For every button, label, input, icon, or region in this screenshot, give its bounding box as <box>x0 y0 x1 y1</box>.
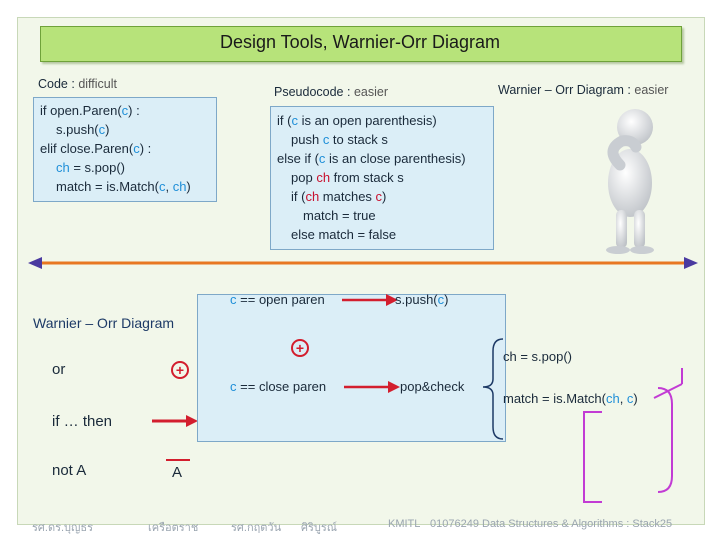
code-token: c <box>121 103 129 118</box>
pseudo-token: pop <box>291 170 317 185</box>
pseudo-token: c <box>375 189 383 204</box>
pseudo-token: matches <box>319 189 376 204</box>
legend-bracket <box>197 304 199 324</box>
footer-course: 01076249 Data Structures & Algorithms : … <box>430 518 673 530</box>
code-line: elif close.Paren(c) : <box>40 139 191 158</box>
negation-bar <box>166 459 190 461</box>
legend-A-label: A <box>172 464 183 481</box>
pseudo-line: else if (c is an close parenthesis) <box>277 149 466 168</box>
popcheck-brace <box>482 338 504 440</box>
pseudo-token: if ( <box>277 113 292 128</box>
pseudo-token: ch <box>305 189 320 204</box>
match-brace <box>657 387 673 493</box>
open-paren-condition: c == open paren <box>230 292 325 307</box>
code-lines: if open.Paren(c) :s.push(c)elif close.Pa… <box>40 101 191 196</box>
code-token: if open.Paren( <box>40 103 122 118</box>
footer-institution: KMITL <box>388 518 421 530</box>
popcheck-label: pop&check <box>400 379 465 394</box>
code-token: ) <box>105 122 110 137</box>
match-action: match = is.Match(ch, c) <box>503 391 638 406</box>
code-token: match = is.Match( <box>56 179 159 194</box>
footer-author2-first: รศ.กฤตวัน <box>231 522 282 534</box>
pseudo-token: c <box>291 113 298 128</box>
code-label: Code : difficult <box>38 77 118 91</box>
code-token: ch <box>172 179 187 194</box>
pseudo-line: pop ch from stack s <box>277 168 466 187</box>
code-token: c <box>133 141 140 156</box>
thinking-person-icon <box>606 109 654 254</box>
code-token: = s.pop() <box>69 160 126 175</box>
code-line: ch = s.pop() <box>40 158 191 177</box>
diagram-panel <box>197 294 506 442</box>
pseudo-token: from stack s <box>330 170 404 185</box>
pseudo-token: ) <box>382 189 387 204</box>
red-arrow-icon <box>152 415 198 427</box>
left-bracket <box>583 411 602 503</box>
code-token: ch <box>56 160 70 175</box>
pseudo-token: to stack s <box>329 132 388 147</box>
close-paren-condition: c == close paren <box>230 379 327 394</box>
legend-ifthen-label: if … then <box>52 413 113 430</box>
title-bar <box>40 26 682 62</box>
slide-title: Design Tools, Warnier-Orr Diagram <box>219 32 501 52</box>
pseudo-token: if ( <box>291 189 306 204</box>
pseudocode-panel <box>270 106 494 250</box>
legend-notA-label: not A <box>52 462 87 479</box>
push-arrow-icon <box>342 294 398 306</box>
popcheck-arrow-icon <box>344 381 400 393</box>
code-token: , <box>165 179 173 194</box>
pop-action: ch = s.pop() <box>503 349 573 364</box>
double-arrow-icon <box>28 257 698 269</box>
code-token: c <box>98 122 106 137</box>
pseudo-token: c <box>318 151 326 166</box>
code-line: match = is.Match(c, ch) <box>40 177 191 196</box>
pseudo-token: ch <box>316 170 331 185</box>
code-token: ) : <box>139 141 152 156</box>
code-token: ) : <box>128 103 140 118</box>
code-line: if open.Paren(c) : <box>40 101 191 120</box>
pseudo-line: if (c is an open parenthesis) <box>277 111 466 130</box>
diagram-plus-icon: + <box>291 339 309 357</box>
pseudo-token: else if ( <box>277 151 319 166</box>
footer-author1-last: เครือตราช <box>148 522 199 534</box>
code-token: s.push( <box>56 122 99 137</box>
pseudo-token: is an open parenthesis) <box>297 113 437 128</box>
pseudo-line: else match = false <box>277 225 466 244</box>
push-action: s.push(c) <box>395 292 449 307</box>
code-panel <box>33 97 217 202</box>
pseudocode-label: Pseudocode : easier <box>274 85 388 99</box>
pseudo-token: match = true <box>303 208 376 223</box>
pseudo-line: push c to stack s <box>277 130 466 149</box>
code-token: ) <box>186 179 191 194</box>
legend-plus-icon: + <box>171 361 189 379</box>
footer-author2-last: ศิริบูรณ์ <box>301 522 337 534</box>
pseudo-token: c <box>322 132 330 147</box>
pseudo-token: is an close parenthesis) <box>325 151 466 166</box>
pseudo-token: push <box>291 132 323 147</box>
warnier-top-label: Warnier – Orr Diagram : easier <box>498 83 669 97</box>
pseudocode-lines: if (c is an open parenthesis)push c to s… <box>277 111 466 244</box>
legend-or-label: or <box>52 361 66 378</box>
pseudo-line: match = true <box>277 206 466 225</box>
pseudo-line: if (ch matches c) <box>277 187 466 206</box>
pseudo-token: else match = false <box>291 227 397 242</box>
code-token: elif close.Paren( <box>40 141 134 156</box>
footer-author1-first: รศ.ดร.บุญธร <box>32 522 94 534</box>
code-token: c <box>158 179 166 194</box>
code-line: s.push(c) <box>40 120 191 139</box>
legend-title: Warnier – Orr Diagram <box>33 315 175 331</box>
